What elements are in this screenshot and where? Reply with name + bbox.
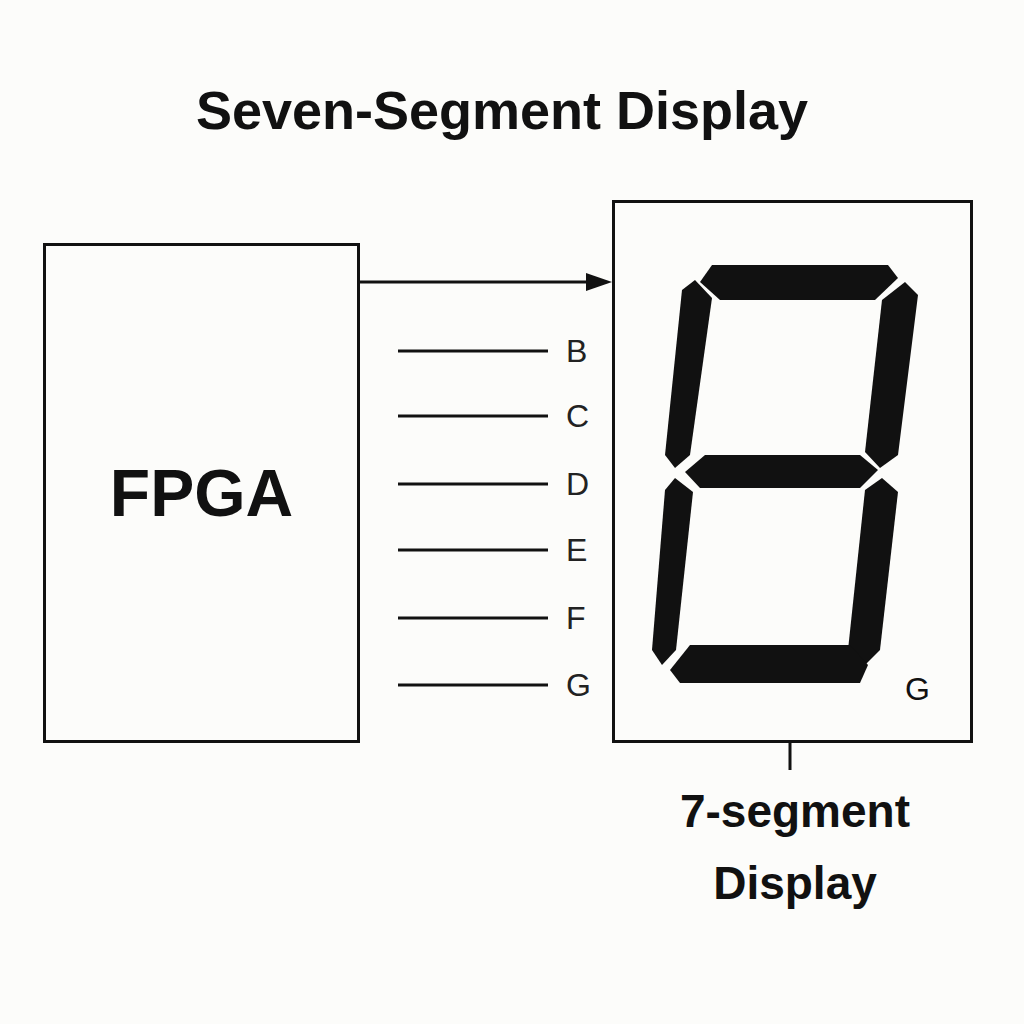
text-wrap: G [905,669,945,709]
signal-name: E [566,530,587,570]
diagram-title: Seven-Segment Display [0,78,1004,142]
signal-name: G [566,665,591,705]
signal-name: D [566,464,589,504]
leader-line [789,743,792,770]
display-box: G7-segment Display [612,200,973,743]
label-wrap: D [566,464,589,504]
signal-wire [398,415,548,418]
seven-segment-digit [652,265,918,683]
text-wrap: FPGA [46,246,357,740]
signal-wire [398,483,548,486]
fpga-box: FPGA [43,243,360,743]
signal-wire [398,617,548,620]
signal-name: C [566,396,589,436]
text-wrap: 7-segment Display [645,775,945,919]
segment-g [685,455,878,488]
label-wrap: G [566,665,591,705]
label-wrap: F [566,598,586,638]
segment-c [848,478,898,665]
label-wrap: B [566,331,587,371]
signal-wire [398,684,548,687]
signal-name: F [566,598,586,638]
label-wrap: E [566,530,587,570]
segment-e [652,478,693,665]
fpga-label: FPGA [110,453,293,533]
segment-f [665,280,712,468]
segment-d [670,645,868,683]
segment-a [700,265,898,300]
title-wrap: Seven-Segment Display [0,78,1004,142]
signal-wires [398,351,790,770]
display-caption: 7-segment Display [645,775,945,919]
signal-arrow [360,273,612,291]
signal-name: B [566,331,587,371]
signal-wire [398,350,548,353]
segment-b [865,282,918,468]
connector-line [360,281,586,284]
pin-label: G [905,669,945,709]
signal-wire [398,549,548,552]
label-wrap: C [566,396,589,436]
arrowhead [586,273,612,291]
